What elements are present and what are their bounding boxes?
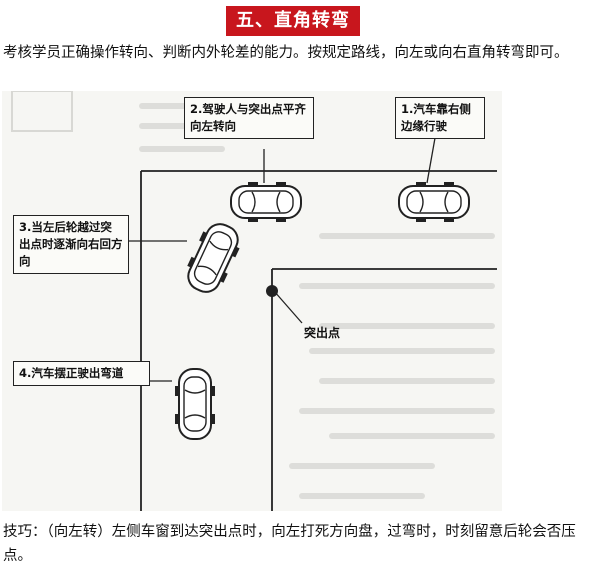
protruding-point-label: 突出点 [304,326,341,340]
callout-step2: 2.驾驶人与突出点平齐向左转向 [184,97,314,139]
callout-step4: 4.汽车摆正驶出弯道 [13,361,150,386]
protruding-point-marker [266,285,278,297]
tip-paragraph: 技巧：（向左转）左侧车窗到达突出点时，向左打死方向盘，过弯时，时刻留意后轮会否压… [3,524,576,564]
right-angle-turn-diagram: 1.汽车靠右侧边缘行驶 2.驾驶人与突出点平齐向左转向 3.当左后轮越过突出点时… [2,91,502,511]
diagram-drawing [11,91,497,511]
car-step4 [174,368,216,440]
car-step2 [230,181,302,223]
callout-step1: 1.汽车靠右侧边缘行驶 [395,97,485,139]
intro-paragraph: 考核学员正确操作转向、判断内外轮差的能力。按规定路线，向左或向右直角转弯即可。 [3,45,569,61]
road-edges [140,170,497,511]
section-title: 五、直角转弯 [226,6,360,36]
car-step3 [179,216,247,300]
section-header: 五、直角转弯 [0,6,603,38]
car-step1 [398,181,470,223]
callout-step3: 3.当左后轮越过突出点时逐渐向右回方向 [13,215,129,274]
scan-texture [139,103,495,499]
